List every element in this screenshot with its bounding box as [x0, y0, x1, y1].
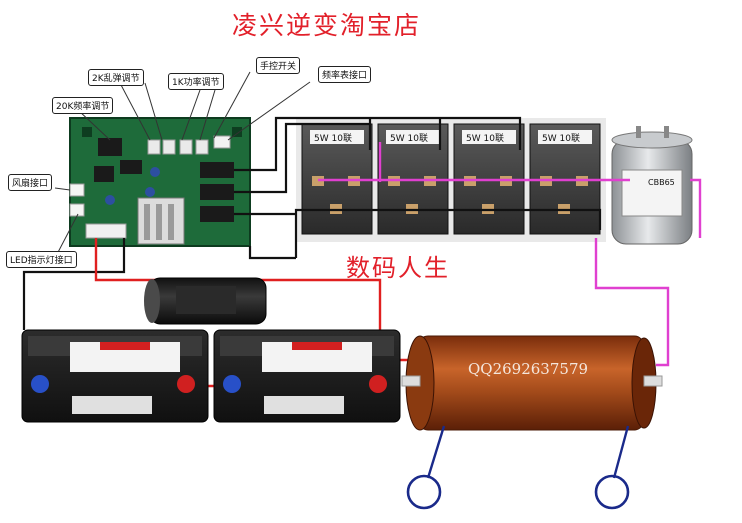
copper-coil	[401, 335, 663, 431]
page-title: 凌兴逆变淘宝店	[232, 11, 422, 40]
control-board	[69, 117, 251, 247]
label-pwm-2k: 2K乱弹调节	[88, 69, 144, 86]
battery-left	[21, 329, 209, 423]
label-led-port: LED指示灯接口	[6, 251, 77, 268]
cbb-capacitor	[611, 126, 693, 245]
igbt-label-2: 5W 10联	[390, 134, 428, 144]
label-manual-switch: 手控开关	[256, 57, 301, 74]
igbt-label-4: 5W 10联	[542, 134, 580, 144]
label-freq-meter: 频率表接口	[318, 66, 372, 83]
black-wires	[22, 116, 602, 330]
igbt-label-1: 5W 10联	[314, 134, 352, 144]
label-fan-port: 风扇接口	[8, 174, 53, 191]
callout-lines	[54, 71, 311, 259]
label-power-1k: 1K功率调节	[168, 73, 224, 90]
coil-qq-text: QQ2692637579	[468, 360, 589, 378]
battery-right	[213, 329, 401, 423]
label-freq-20k: 20K频率调节	[52, 97, 114, 114]
igbt-label-3: 5W 10联	[466, 134, 504, 144]
coil-leads	[406, 425, 630, 510]
capacitor-label: CBB65	[648, 178, 675, 187]
electrolytic-capacitor	[144, 277, 267, 325]
watermark: 数码人生	[346, 254, 450, 282]
magenta-wires	[318, 142, 702, 367]
